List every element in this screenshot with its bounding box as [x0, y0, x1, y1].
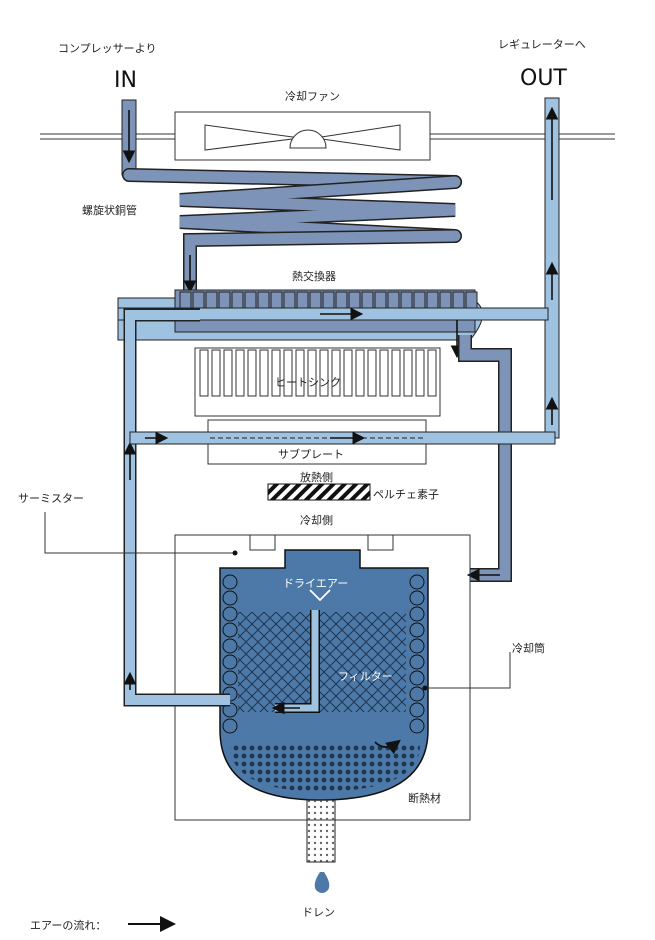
heat-sink-fin	[223, 349, 233, 397]
heat-sink-fin	[403, 349, 413, 397]
cooling-coil-turn	[409, 686, 425, 702]
label-sub-plate: サブプレート	[278, 448, 344, 461]
heat-sink-fin	[415, 349, 425, 397]
heat-exchanger-rib	[335, 291, 348, 311]
heat-exchanger-rib	[322, 291, 335, 311]
label-drain: ドレン	[302, 906, 335, 919]
label-filter: フィルター	[338, 670, 393, 683]
heat-sink-fin	[295, 349, 305, 397]
heat-exchanger-rib	[400, 291, 413, 311]
label-to-regulator: レギュレーターへ	[498, 38, 586, 51]
heat-exchanger-rib	[257, 291, 270, 311]
heat-sink-fin	[355, 349, 365, 397]
cooling-coil-turn	[409, 606, 425, 622]
cooling-coil-turn	[222, 574, 238, 590]
label-dry-air: ドライエアー	[283, 577, 349, 590]
cooling-coil-turn	[409, 670, 425, 686]
heat-sink-fin	[343, 349, 353, 397]
cooling-coil-turn	[409, 590, 425, 606]
fan-rail	[40, 133, 615, 140]
heat-sink-fin	[235, 349, 245, 397]
heat-sink-fin	[367, 349, 377, 397]
cooling-fan	[174, 111, 431, 161]
heat-exchanger-rib	[452, 291, 465, 311]
cooling-coil-turn	[222, 654, 238, 670]
heat-sink	[194, 347, 441, 417]
heat-exchanger-rib	[465, 291, 478, 311]
heat-exchanger-rib	[231, 291, 244, 311]
outlet-pipe	[544, 97, 560, 439]
heat-sink-fin	[271, 349, 281, 397]
inlet-pipe	[121, 99, 137, 176]
heat-sink-fin	[391, 349, 401, 397]
cooling-coil-turn	[222, 622, 238, 638]
cooling-coil-turn	[222, 670, 238, 686]
heat-sink-fin	[319, 349, 329, 397]
label-in: IN	[114, 68, 137, 93]
heat-exchanger-rib	[244, 291, 257, 311]
heat-sink-fin	[211, 349, 221, 397]
peltier-element	[267, 483, 371, 501]
label-heat-sink: ヒートシンク	[275, 376, 341, 389]
cooling-tank	[140, 549, 429, 801]
cooling-coil-turn	[409, 574, 425, 590]
heat-exchanger-rib	[361, 291, 374, 311]
cold-air-loop	[123, 308, 200, 707]
label-from-compressor: コンプレッサーより	[58, 42, 157, 55]
label-cooling-fan: 冷却ファン	[285, 90, 340, 103]
heat-exchanger-rib	[270, 291, 283, 311]
cooling-coil-turn	[409, 654, 425, 670]
heat-sink-fin	[331, 349, 341, 397]
return-pipe	[458, 335, 512, 582]
cooling-coil-turn	[222, 590, 238, 606]
heat-sink-fin	[427, 349, 437, 397]
heat-exchanger-rib	[387, 291, 400, 311]
label-cooling-side: 冷却側	[300, 514, 333, 527]
heat-sink-fin	[259, 349, 269, 397]
heat-exchanger-rib	[413, 291, 426, 311]
label-heat-exchanger: 熱交換器	[292, 270, 336, 283]
heat-exchanger-rib	[309, 291, 322, 311]
cooling-coil-turn	[222, 718, 238, 734]
label-thermistor: サーミスター	[18, 492, 84, 505]
cooling-coil-turn	[409, 622, 425, 638]
label-cooling-cylinder: 冷却筒	[512, 642, 545, 655]
heat-exchanger	[117, 289, 549, 359]
heat-sink-fin	[247, 349, 257, 397]
cooling-coil-turn	[222, 606, 238, 622]
heat-exchanger-rib	[192, 291, 205, 311]
heat-sink-fin	[379, 349, 389, 397]
cooling-coil-turn	[409, 702, 425, 718]
heat-exchanger-rib	[205, 291, 218, 311]
heat-sink-fin	[199, 349, 209, 397]
heat-exchanger-rib	[218, 291, 231, 311]
label-heat-dissipation-side: 放熱側	[300, 471, 333, 484]
cooling-coil-turn	[409, 638, 425, 654]
heat-exchanger-rib	[348, 291, 361, 311]
heat-exchanger-rib	[426, 291, 439, 311]
insulation-housing	[174, 534, 471, 821]
heat-exchanger-rib	[179, 291, 192, 311]
heat-sink-fin	[283, 349, 293, 397]
drain	[306, 799, 336, 893]
cooling-coil-turn	[222, 638, 238, 654]
label-spiral-copper-pipe: 螺旋状銅管	[82, 204, 137, 217]
sub-plate	[129, 419, 556, 465]
thermistor-leader	[44, 512, 238, 556]
heat-sink-fin	[307, 349, 317, 397]
label-out: OUT	[520, 66, 567, 91]
label-peltier-element: ペルチェ素子	[373, 488, 439, 501]
label-air-flow-legend: エアーの流れ：	[30, 919, 107, 932]
heat-exchanger-rib	[283, 291, 296, 311]
heat-exchanger-rib	[439, 291, 452, 311]
cooling-coil-turn	[409, 718, 425, 734]
spiral-copper-pipe	[122, 168, 462, 294]
heat-exchanger-rib	[374, 291, 387, 311]
label-insulation: 断熱材	[408, 792, 441, 805]
heat-exchanger-rib	[296, 291, 309, 311]
